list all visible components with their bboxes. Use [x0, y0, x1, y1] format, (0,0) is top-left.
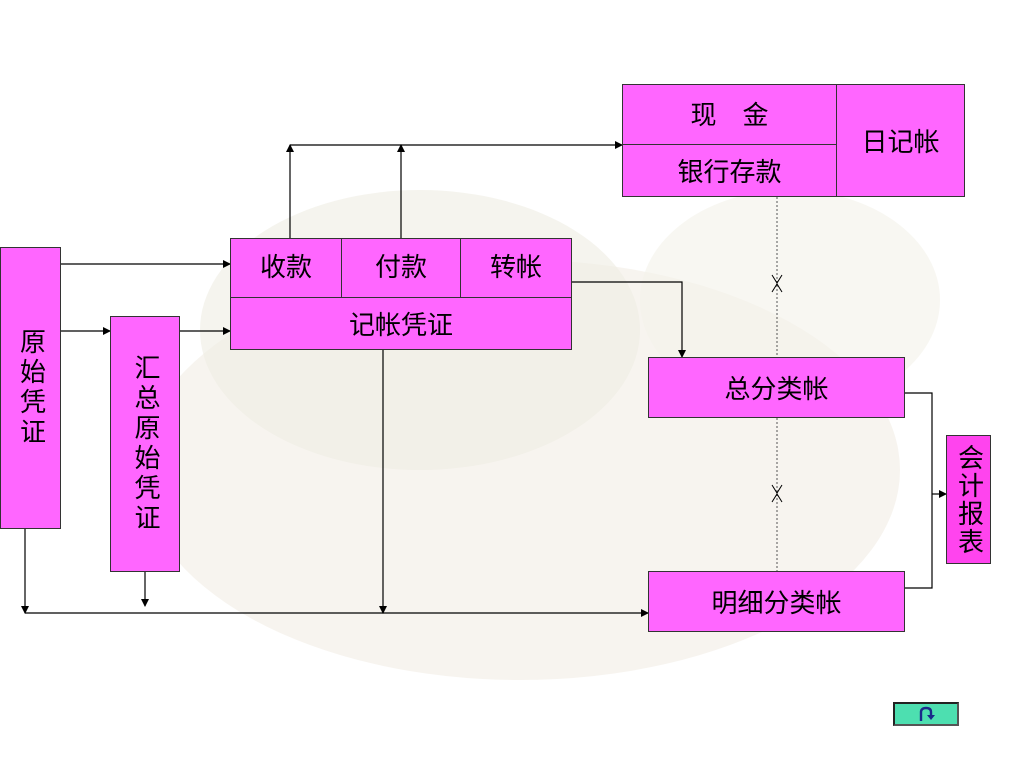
original-vouchers-box: 原始凭证	[0, 247, 61, 529]
receipt-label: 收款	[259, 253, 312, 283]
bank-deposit-cell: 银行存款	[623, 145, 836, 196]
cash-cell: 现 金	[623, 85, 836, 145]
return-button[interactable]	[893, 702, 959, 726]
summary-vouchers-box: 汇总原始凭证	[110, 316, 180, 572]
voucher-type-receipt: 收款	[231, 239, 342, 297]
summary-vouchers-label: 汇总原始凭证	[130, 354, 160, 534]
financial-reports-label: 会计报表	[953, 443, 984, 556]
voucher-title-row: 记帐凭证	[231, 298, 571, 349]
voucher-type-transfer: 转帐	[461, 239, 571, 297]
financial-reports-box: 会计报表	[946, 435, 991, 564]
journal-cell: 日记帐	[837, 85, 964, 196]
bookkeeping-voucher-label: 记帐凭证	[348, 311, 453, 341]
journal-box: 现 金 银行存款 日记帐	[622, 84, 965, 197]
payment-label: 付款	[374, 253, 427, 283]
transfer-label: 转帐	[489, 253, 542, 283]
subsidiary-ledger-label: 明细分类帐	[711, 589, 842, 619]
return-arrow-icon	[919, 706, 935, 721]
bookkeeping-voucher-box: 收款 付款 转帐 记帐凭证	[230, 238, 572, 350]
cash-label: 现 金	[690, 101, 769, 131]
bank-deposit-label: 银行存款	[677, 158, 782, 188]
journal-label: 日记帐	[861, 128, 940, 158]
general-ledger-box: 总分类帐	[648, 357, 905, 418]
original-vouchers-label: 原始凭证	[15, 328, 46, 448]
general-ledger-label: 总分类帐	[724, 375, 829, 405]
subsidiary-ledger-box: 明细分类帐	[648, 571, 905, 632]
voucher-type-payment: 付款	[342, 239, 461, 297]
